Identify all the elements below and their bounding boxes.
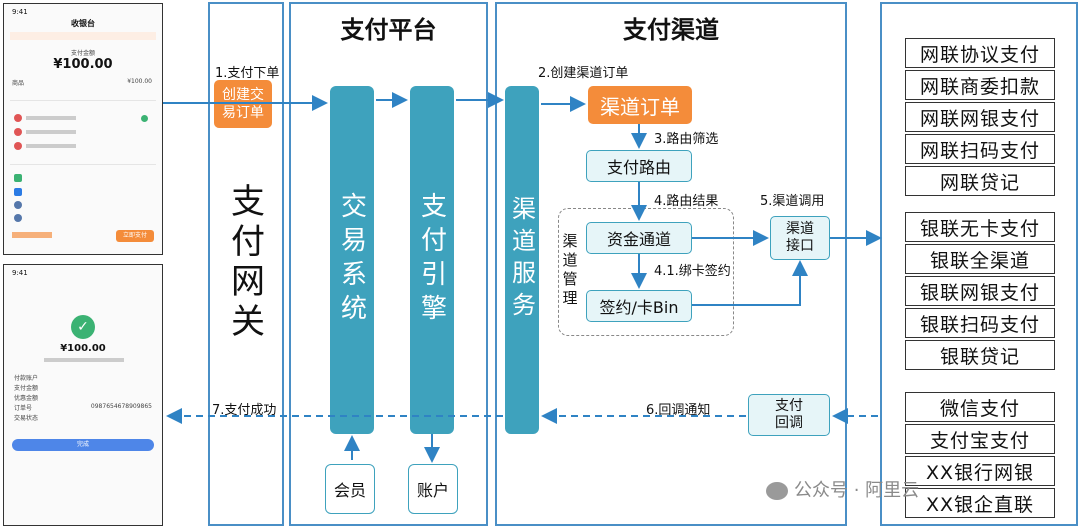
wallet-row bbox=[14, 174, 22, 182]
order-number: 0987654678909865 bbox=[90, 403, 152, 410]
amount-value: ¥100.00 bbox=[53, 57, 113, 72]
amount-label: 支付金额 bbox=[70, 50, 95, 57]
step-6-label: 6.回调通知 bbox=[646, 403, 711, 418]
bank-row bbox=[14, 201, 22, 209]
wechat-icon bbox=[766, 482, 788, 500]
channel-order-box: 渠道订单 bbox=[588, 86, 692, 124]
channel-item: 网联网银支付 bbox=[905, 102, 1055, 132]
channel-item: XX银行网银 bbox=[905, 456, 1055, 486]
status-time: 9:41 bbox=[12, 8, 28, 16]
platform-header: 支付平台 bbox=[340, 16, 437, 44]
step-7-label: 7.支付成功 bbox=[212, 403, 277, 418]
card-row bbox=[26, 130, 76, 134]
channel-item: 银联贷记 bbox=[905, 340, 1055, 370]
pay-engine-bar: 支付引擎 bbox=[410, 86, 454, 434]
success-phone-screenshot: 9:41 ✓ ¥100.00 付款账户 支付金额 优惠金额 订单号 交易状态 0… bbox=[3, 264, 163, 526]
step-4-label: 4.路由结果 bbox=[654, 194, 719, 209]
watermark-text: 公众号 · 阿里云 bbox=[794, 480, 920, 501]
step-1-label: 1.支付下单 bbox=[215, 66, 280, 81]
detail-label: 交易状态 bbox=[14, 415, 39, 422]
step-41-label: 4.1.绑卡签约 bbox=[654, 264, 731, 279]
pay-route-box: 支付路由 bbox=[586, 150, 692, 182]
pay-callback-box: 支付回调 bbox=[748, 394, 830, 436]
product-label: 商品 bbox=[12, 80, 25, 87]
pay-now-button[interactable]: 立即支付 bbox=[116, 230, 154, 242]
notice-bar bbox=[10, 32, 156, 40]
bottom-amount bbox=[12, 232, 52, 238]
product-price: ¥100.00 bbox=[127, 78, 152, 85]
channel-item: 支付宝支付 bbox=[905, 424, 1055, 454]
channel-item: 网联协议支付 bbox=[905, 38, 1055, 68]
detail-label: 订单号 bbox=[14, 405, 33, 412]
platform-panel bbox=[289, 2, 488, 526]
channel-item: XX银企直联 bbox=[905, 488, 1055, 518]
status-time: 9:41 bbox=[12, 269, 28, 277]
step-5-label: 5.渠道调用 bbox=[760, 194, 825, 209]
checkout-phone-screenshot: 9:41 收银台 支付金额 ¥100.00 商品 ¥100.00 立即支付 bbox=[3, 3, 163, 255]
channel-header: 支付渠道 bbox=[623, 16, 719, 44]
channel-item: 银联无卡支付 bbox=[905, 212, 1055, 242]
channel-item: 网联扫码支付 bbox=[905, 134, 1055, 164]
fund-channel-box: 资金通道 bbox=[586, 222, 692, 254]
trade-system-bar: 交易系统 bbox=[330, 86, 374, 434]
channel-item: 网联商委扣款 bbox=[905, 70, 1055, 100]
step-2-label: 2.创建渠道订单 bbox=[538, 66, 629, 81]
wallet-row bbox=[14, 188, 22, 196]
card-row bbox=[26, 116, 76, 120]
channel-item: 银联全渠道 bbox=[905, 244, 1055, 274]
detail-label: 支付金额 bbox=[14, 385, 39, 392]
done-button[interactable]: 完成 bbox=[12, 439, 154, 451]
channel-service-bar: 渠道服务 bbox=[505, 86, 539, 434]
step-3-label: 3.路由筛选 bbox=[654, 132, 719, 147]
channel-item: 银联扫码支付 bbox=[905, 308, 1055, 338]
bank-row bbox=[14, 214, 22, 222]
card-row bbox=[14, 142, 22, 150]
success-check-icon: ✓ bbox=[71, 315, 95, 339]
detail-label: 付款账户 bbox=[14, 375, 39, 382]
paid-amount: ¥100.00 bbox=[60, 343, 106, 354]
card-row bbox=[26, 144, 76, 148]
channel-item: 网联贷记 bbox=[905, 166, 1055, 196]
detail-label: 优惠金额 bbox=[14, 395, 39, 402]
sign-bin-box: 签约/卡Bin bbox=[586, 290, 692, 322]
channel-item: 微信支付 bbox=[905, 392, 1055, 422]
account-box: 账户 bbox=[408, 464, 458, 514]
check-icon bbox=[141, 115, 148, 122]
channel-mgmt-label: 渠道管理 bbox=[562, 232, 578, 307]
checkout-title: 收银台 bbox=[71, 19, 95, 28]
channel-interface-box: 渠道接口 bbox=[770, 216, 830, 260]
channel-item: 银联网银支付 bbox=[905, 276, 1055, 306]
gateway-title: 支付网关 bbox=[231, 182, 265, 342]
watermark: 公众号 · 阿里云 bbox=[766, 476, 919, 502]
member-box: 会员 bbox=[325, 464, 375, 514]
merchant-line bbox=[44, 358, 124, 362]
card-row bbox=[14, 128, 22, 136]
card-row bbox=[14, 114, 22, 122]
